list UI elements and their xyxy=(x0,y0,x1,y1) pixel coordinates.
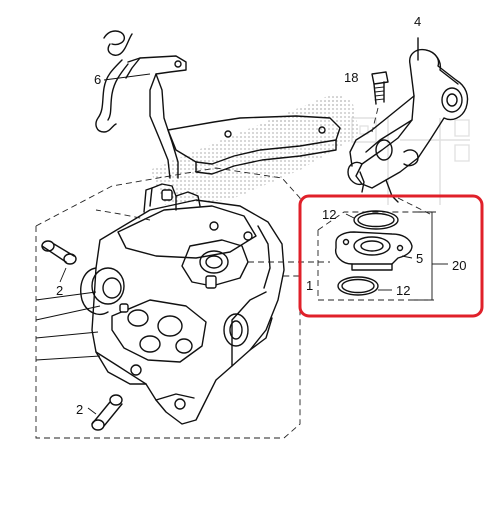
callout-labels: 4 18 6 2 2 1 12 12 5 20 xyxy=(56,14,466,417)
dot-shading xyxy=(150,95,360,205)
callout-2-lower: 2 xyxy=(76,402,83,417)
o-ring-upper-part xyxy=(345,210,399,230)
dowel-pin-lower-part xyxy=(87,394,123,431)
callout-12-upper: 12 xyxy=(322,207,336,222)
bracket-stay-part xyxy=(95,30,341,179)
o-ring-lower-part xyxy=(337,276,392,296)
cylinder-head-part xyxy=(35,167,330,439)
highlight-box xyxy=(298,194,484,318)
callout-6: 6 xyxy=(94,72,101,87)
callout-1: 1 xyxy=(306,278,313,293)
dowel-pin-upper-part xyxy=(41,240,77,283)
bolt-part xyxy=(371,71,389,133)
watermark xyxy=(351,117,470,205)
callout-5: 5 xyxy=(416,251,423,266)
insulator-part xyxy=(335,231,413,271)
callout-4: 4 xyxy=(414,14,421,29)
insulator-group xyxy=(317,210,448,301)
head-bolts xyxy=(119,189,253,410)
callout-2-upper: 2 xyxy=(56,283,63,298)
callout-18: 18 xyxy=(344,70,358,85)
callout-20: 20 xyxy=(452,258,466,273)
mounting-bracket-part xyxy=(347,37,469,215)
callout-12-lower: 12 xyxy=(396,283,410,298)
